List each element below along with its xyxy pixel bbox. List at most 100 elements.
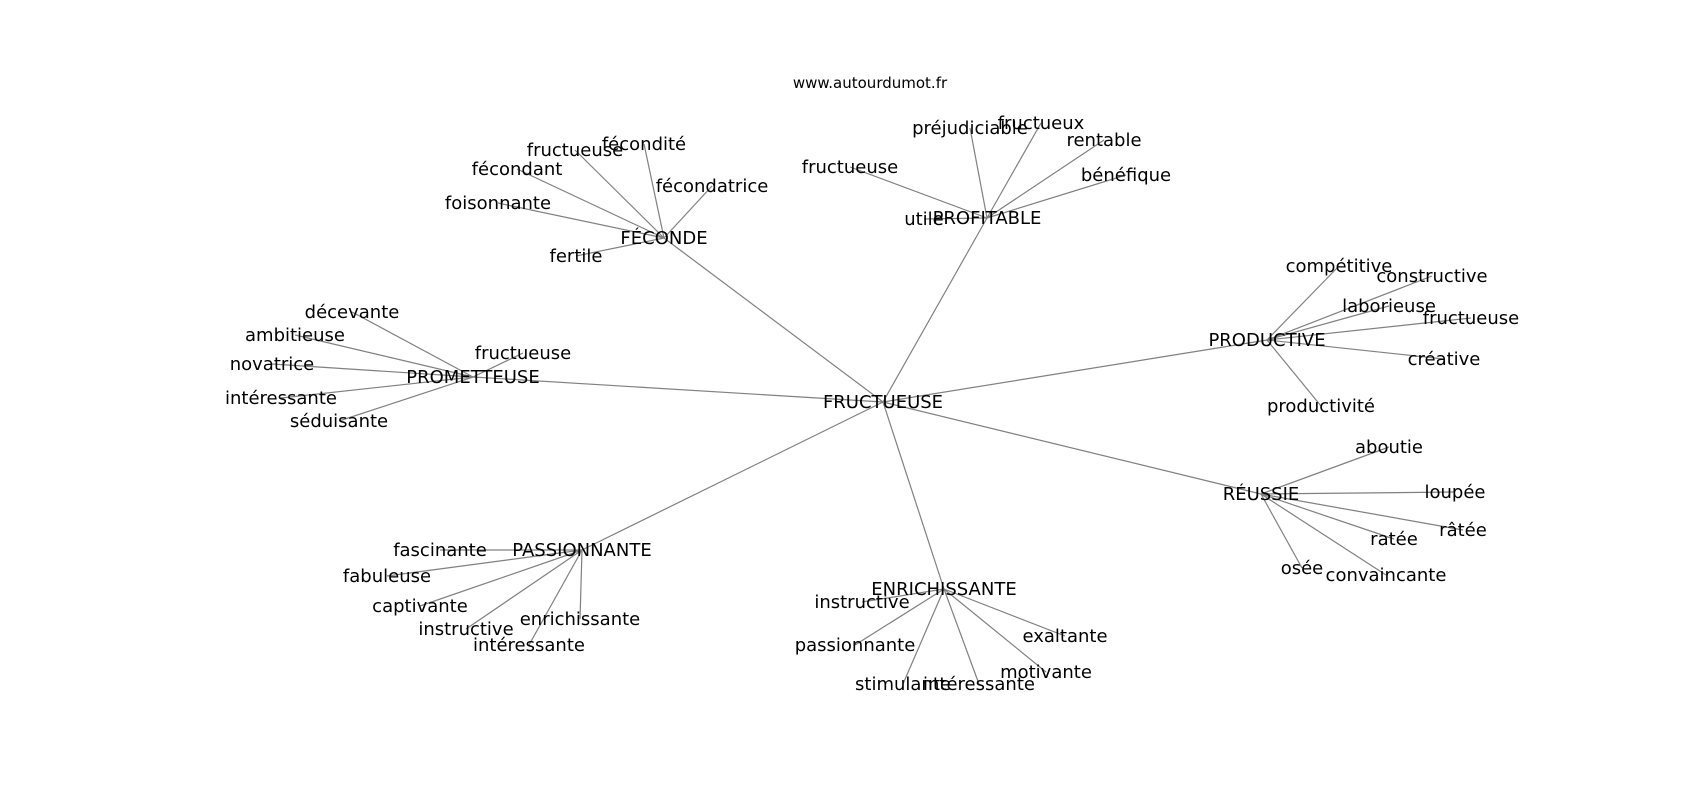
hub-node-n7[interactable]: ENRICHISSANTE <box>871 579 1016 600</box>
leaf-node-a3[interactable]: captivante <box>372 596 468 617</box>
edge-féconde-fructueuse <box>574 149 665 239</box>
leaf-node-a1[interactable]: fascinante <box>393 540 487 561</box>
edge-réussie-ratée <box>1260 493 1395 540</box>
edge-passionnante-enrichissante <box>579 549 583 620</box>
edge-profitable-fructueuse <box>849 166 988 219</box>
edge-prometteuse-ambitieuse <box>294 334 474 378</box>
edge-passionnante-intéressante <box>528 549 583 646</box>
leaf-node-e3[interactable]: exaltante <box>1022 626 1107 647</box>
edge-enrichissante-stimulante <box>902 588 945 685</box>
leaf-node-f5[interactable]: foisonnante <box>445 193 551 214</box>
graph-edges <box>271 122 1472 685</box>
edge-enrichissante-instructive <box>861 588 945 603</box>
edge-fructueuse-passionnante <box>581 401 884 551</box>
leaf-node-m1[interactable]: décevante <box>305 302 400 323</box>
hub-node-n5[interactable]: RÉUSSIE <box>1223 483 1300 505</box>
edge-enrichissante-motivante <box>943 588 1047 673</box>
edge-fructueuse-profitable <box>882 217 988 403</box>
edge-passionnante-captivante <box>419 549 583 607</box>
hub-node-n4[interactable]: PROMETTEUSE <box>406 367 539 388</box>
edge-féconde-fertile <box>575 237 665 257</box>
edge-profitable-fructueux <box>986 122 1042 219</box>
hub-node-n0[interactable]: FRUCTUEUSE <box>823 392 943 413</box>
leaf-node-p1[interactable]: préjudiciable <box>912 118 1028 139</box>
leaf-node-e5[interactable]: stimulante <box>855 674 951 695</box>
leaf-node-p3[interactable]: rentable <box>1066 130 1141 151</box>
edge-réussie-loupée <box>1260 491 1456 495</box>
leaf-node-m6[interactable]: séduisante <box>290 411 388 432</box>
leaf-node-p6[interactable]: utile <box>904 209 944 230</box>
hub-node-n3[interactable]: PRODUCTIVE <box>1208 330 1325 351</box>
edge-fructueuse-productive <box>882 339 1268 403</box>
edge-réussie-aboutie <box>1260 446 1390 495</box>
leaf-node-p5[interactable]: bénéfique <box>1081 165 1171 186</box>
leaf-node-f2[interactable]: fécondité <box>602 134 686 155</box>
leaf-node-e2[interactable]: passionnante <box>795 635 916 656</box>
leaf-node-r3[interactable]: laborieuse <box>1342 296 1436 317</box>
edge-profitable-rentable <box>986 139 1105 219</box>
edge-réussie-râtée <box>1260 493 1464 531</box>
edge-productive-créative <box>1266 339 1445 360</box>
edge-profitable-préjudiciable <box>969 127 988 219</box>
leaf-node-s5[interactable]: osée <box>1281 558 1324 579</box>
leaf-node-e4[interactable]: motivante <box>1000 662 1092 683</box>
leaf-node-p4[interactable]: fructueuse <box>802 157 898 178</box>
hub-node-n6[interactable]: PASSIONNANTE <box>512 540 651 561</box>
edge-profitable-utile <box>923 217 988 220</box>
edge-enrichissante-passionnante <box>854 588 945 646</box>
edge-féconde-fécondité <box>643 143 665 239</box>
leaf-node-m3[interactable]: fructueuse <box>475 343 571 364</box>
edge-féconde-fécondatrice <box>663 185 713 239</box>
leaf-node-f3[interactable]: fécondant <box>472 159 563 180</box>
edge-fructueuse-prometteuse <box>472 376 884 403</box>
leaf-node-s1[interactable]: aboutie <box>1355 437 1423 458</box>
edge-féconde-fécondant <box>516 168 665 239</box>
edge-prometteuse-décevante <box>351 311 474 378</box>
edge-enrichissante-intéressante <box>943 588 980 685</box>
leaf-node-r2[interactable]: constructive <box>1376 266 1487 287</box>
leaf-node-m2[interactable]: ambitieuse <box>245 325 345 346</box>
edge-passionnante-instructive <box>465 549 583 630</box>
leaf-node-m4[interactable]: novatrice <box>230 354 315 375</box>
edge-fructueuse-féconde <box>663 237 884 403</box>
leaf-node-r5[interactable]: créative <box>1408 349 1481 370</box>
edge-passionnante-fabuleuse <box>386 549 583 577</box>
leaf-node-f1[interactable]: fructueuse <box>527 140 623 161</box>
leaf-node-a6[interactable]: intéressante <box>473 635 585 656</box>
edge-productive-compétitive <box>1266 265 1340 341</box>
leaf-node-f6[interactable]: fertile <box>550 246 603 267</box>
edge-prometteuse-fructueuse <box>472 352 524 378</box>
leaf-node-a4[interactable]: instructive <box>418 619 513 640</box>
leaf-node-m5[interactable]: intéressante <box>225 388 337 409</box>
leaf-node-s6[interactable]: convaincante <box>1326 565 1447 586</box>
leaf-node-a5[interactable]: enrichissante <box>520 609 641 630</box>
leaf-node-s3[interactable]: râtée <box>1439 520 1487 541</box>
edge-féconde-foisonnante <box>497 202 665 239</box>
leaf-node-s4[interactable]: ratée <box>1370 529 1418 550</box>
edge-réussie-convaincante <box>1260 493 1387 576</box>
edge-fructueuse-enrichissante <box>882 401 945 590</box>
leaf-node-r1[interactable]: compétitive <box>1286 256 1393 277</box>
leaf-node-p2[interactable]: fructueux <box>998 113 1085 134</box>
leaf-node-e1[interactable]: instructive <box>814 592 909 613</box>
hub-node-n2[interactable]: PROFITABLE <box>933 208 1042 229</box>
edge-productive-fructueuse <box>1266 317 1472 341</box>
leaf-node-r4[interactable]: fructueuse <box>1423 308 1519 329</box>
edge-prometteuse-novatrice <box>271 363 474 378</box>
edge-productive-productivité <box>1266 339 1322 407</box>
edge-productive-laborieuse <box>1266 305 1390 341</box>
edge-fructueuse-réussie <box>882 401 1262 495</box>
leaf-node-a2[interactable]: fabuleuse <box>343 566 431 587</box>
site-url: www.autourdumot.fr <box>793 74 948 92</box>
edge-productive-constructive <box>1266 275 1433 341</box>
edge-réussie-osée <box>1260 493 1303 569</box>
edge-enrichissante-exaltante <box>943 588 1066 637</box>
leaf-node-e6[interactable]: intéressante <box>923 674 1035 695</box>
leaf-node-f4[interactable]: fécondatrice <box>656 176 769 197</box>
hub-node-n1[interactable]: FÉCONDE <box>620 227 707 249</box>
graph-labels: FRUCTUEUSE FÉCONDE PROFITABLE PRODUCTIVE PRO… <box>225 113 1519 695</box>
leaf-node-r6[interactable]: productivité <box>1267 396 1375 417</box>
leaf-node-s2[interactable]: loupée <box>1425 482 1486 503</box>
edge-profitable-bénéfique <box>986 174 1127 219</box>
